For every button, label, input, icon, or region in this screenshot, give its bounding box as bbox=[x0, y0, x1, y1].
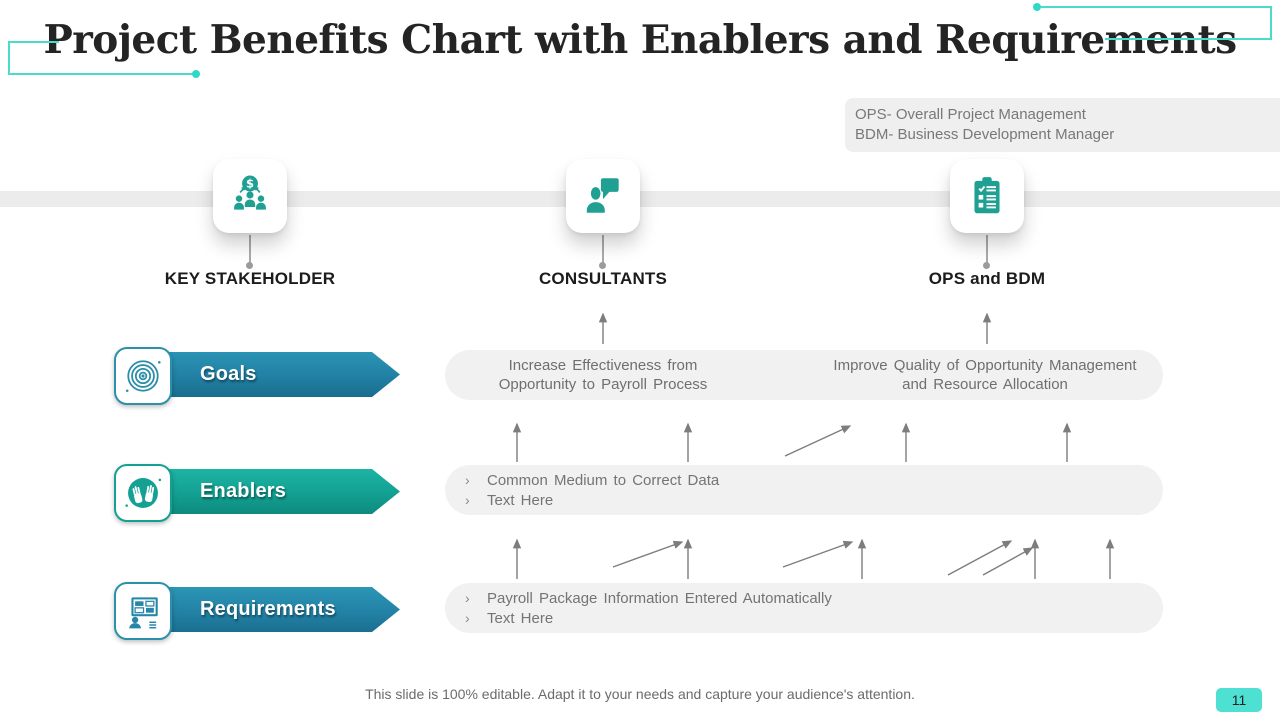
column-label-key-stakeholder: KEY STAKEHOLDER bbox=[164, 269, 336, 288]
dollar-team-icon: $ bbox=[234, 175, 266, 210]
requirements-banner: Requirements bbox=[138, 587, 400, 632]
ops-bdm-card bbox=[950, 159, 1024, 233]
bullet-glyph: › bbox=[465, 491, 470, 508]
up-arrows-labels-to-goals bbox=[598, 312, 992, 344]
goals-banner-label: Goals bbox=[200, 363, 257, 385]
connector-dot bbox=[599, 262, 606, 269]
consultants-card bbox=[566, 159, 640, 233]
accent-dot bbox=[1033, 3, 1041, 11]
bullet-glyph: › bbox=[465, 609, 470, 626]
raised-hands-icon bbox=[125, 478, 162, 508]
enablers-text-box: › Common Medium to Correct Data › Text H… bbox=[445, 465, 1163, 515]
title-bracket-right bbox=[1105, 38, 1272, 40]
timeline-band bbox=[0, 191, 1280, 207]
bullet-glyph: › bbox=[465, 471, 470, 488]
enablers-icon-card bbox=[114, 464, 172, 522]
column-label-consultants: CONSULTANTS bbox=[538, 269, 668, 288]
requirements-banner-label: Requirements bbox=[200, 598, 336, 620]
up-arrows-goals-to-enablers bbox=[512, 422, 1072, 462]
up-arrows-enablers-to-requirements bbox=[512, 538, 1115, 579]
goal-consultants-text: Increase Effectiveness from Opportunity … bbox=[498, 357, 708, 393]
connector-line bbox=[602, 235, 604, 263]
goal-ops-bdm-text: Improve Quality of Opportunity Managemen… bbox=[833, 357, 1137, 393]
connector-dot bbox=[983, 262, 990, 269]
connector-line bbox=[986, 235, 988, 263]
enablers-bullet-list: › Common Medium to Correct Data › Text H… bbox=[465, 465, 719, 515]
enablers-banner: Enablers bbox=[138, 469, 400, 514]
legend-box: OPS- Overall Project Management BDM- Bus… bbox=[845, 98, 1280, 152]
stakeholder-card: $ bbox=[213, 159, 287, 233]
connector-dot bbox=[246, 262, 253, 269]
list-item: › Common Medium to Correct Data bbox=[465, 471, 720, 489]
goals-text-box: Increase Effectiveness from Opportunity … bbox=[445, 350, 1163, 400]
list-item: › Text Here bbox=[465, 491, 554, 509]
title-bracket-left bbox=[8, 73, 196, 75]
column-label-ops-bdm: OPS and BDM bbox=[928, 269, 1046, 288]
title-bracket-left bbox=[8, 41, 10, 75]
target-icon bbox=[125, 360, 161, 392]
dashboard-presentation-icon bbox=[129, 597, 158, 629]
requirements-bullet-list: › Payroll Package Information Entered Au… bbox=[465, 583, 832, 633]
legend-line-ops: OPS- Overall Project Management bbox=[855, 106, 1086, 123]
page-number-badge: 11 bbox=[1216, 688, 1262, 712]
connector-line bbox=[249, 235, 251, 263]
goals-icon-card bbox=[114, 347, 172, 405]
legend-line-bdm: BDM- Business Development Manager bbox=[855, 126, 1115, 143]
title-bracket-right bbox=[1270, 6, 1272, 40]
enablers-banner-label: Enablers bbox=[200, 480, 287, 502]
clipboard-checklist-icon bbox=[974, 177, 1000, 214]
list-item: › Payroll Package Information Entered Au… bbox=[465, 589, 832, 607]
svg-text:$: $ bbox=[246, 177, 254, 191]
goals-banner: Goals bbox=[138, 352, 400, 397]
accent-dot bbox=[192, 70, 200, 78]
consultant-chat-icon bbox=[586, 178, 619, 213]
list-item: › Text Here bbox=[465, 609, 554, 627]
requirements-icon-card bbox=[114, 582, 172, 640]
title-bracket-right bbox=[1041, 6, 1272, 8]
bullet-glyph: › bbox=[465, 589, 470, 606]
title-bracket-left bbox=[8, 41, 59, 43]
page-title: Project Benefits Chart with Enablers and… bbox=[43, 17, 1237, 63]
editable-note: This slide is 100% editable. Adapt it to… bbox=[365, 686, 915, 702]
requirements-text-box: › Payroll Package Information Entered Au… bbox=[445, 583, 1163, 633]
